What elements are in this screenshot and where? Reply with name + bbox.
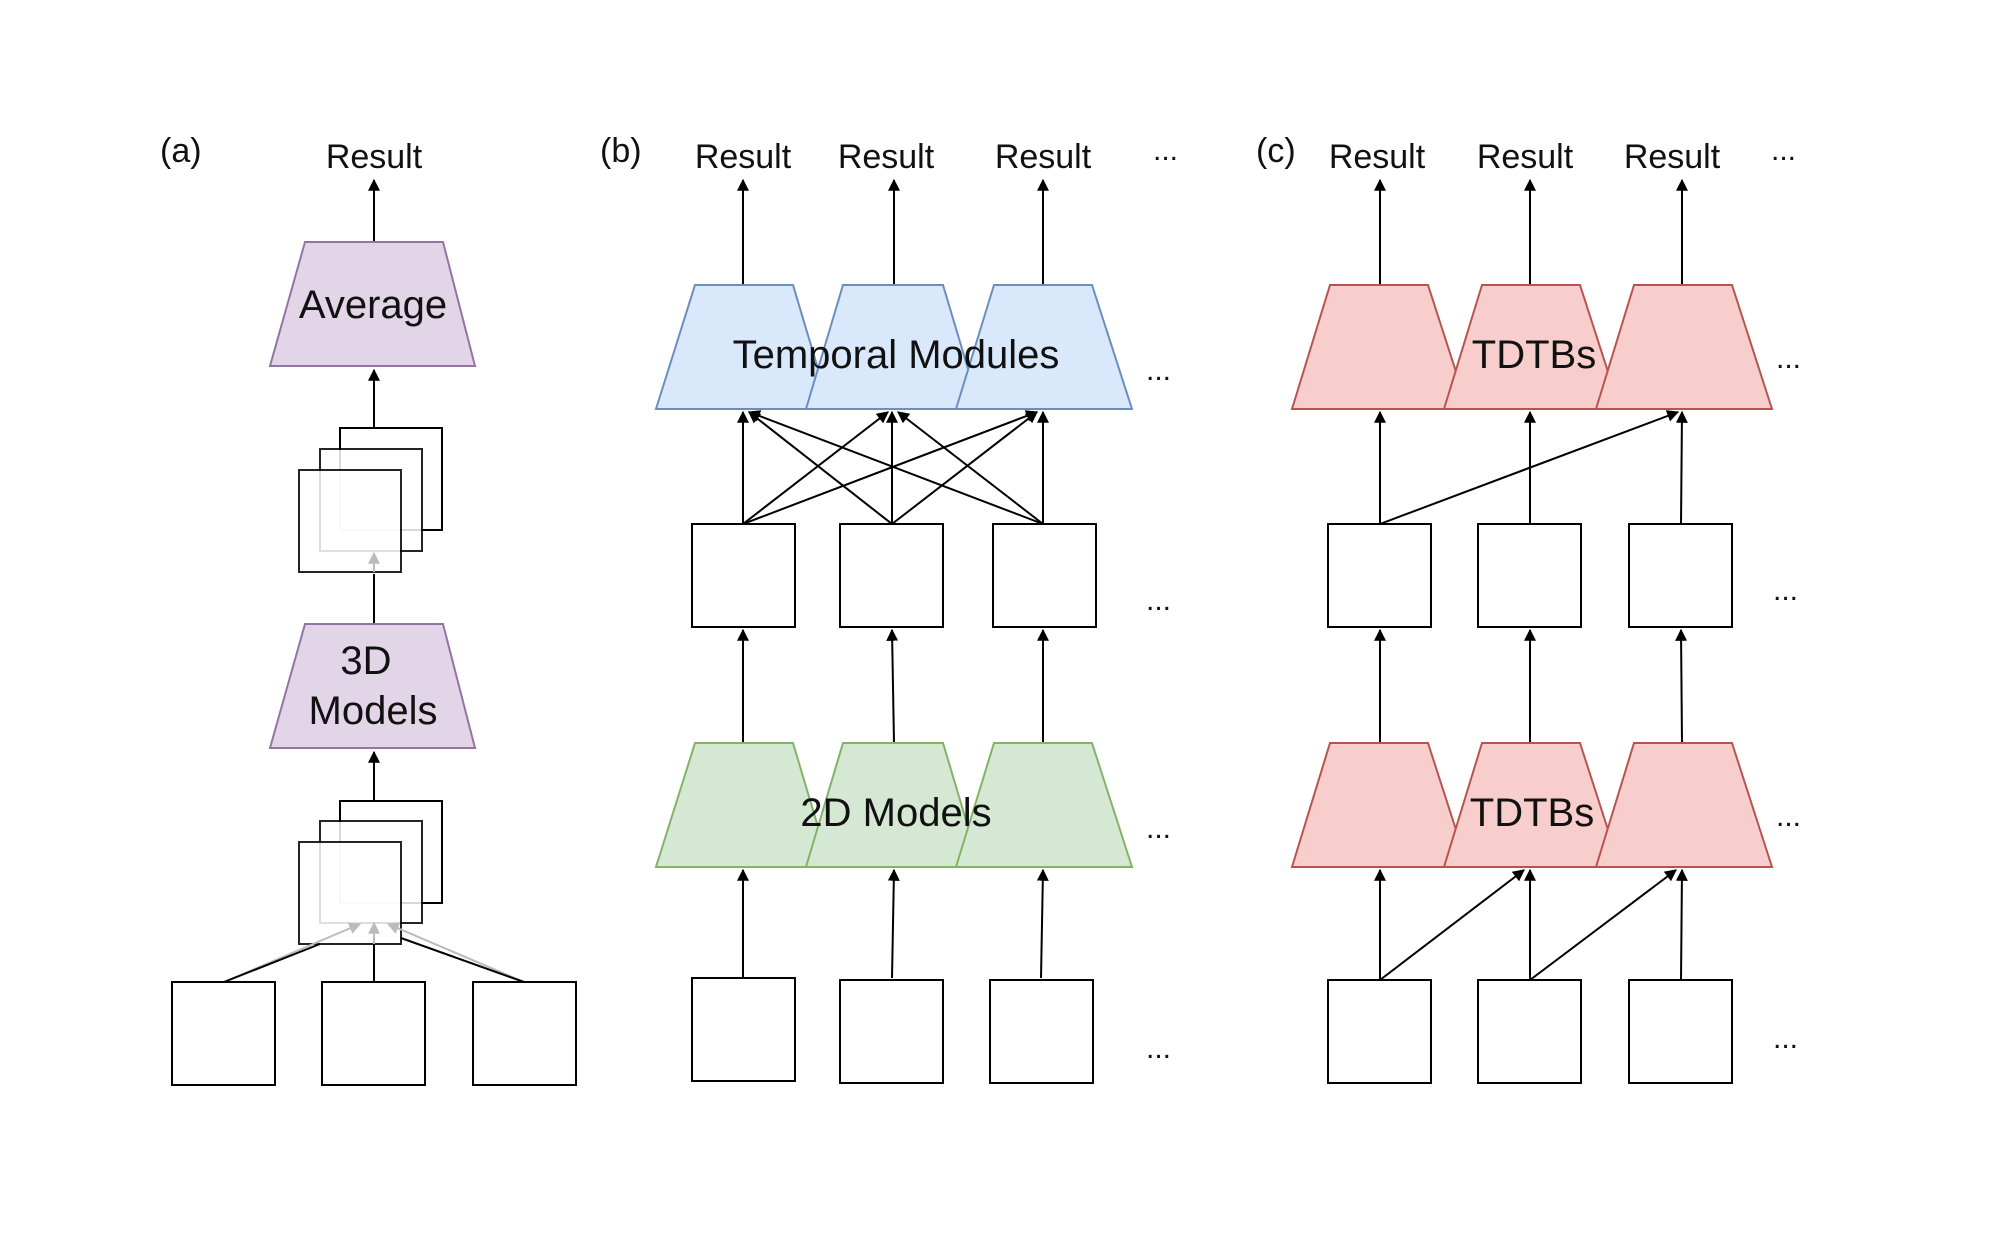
b-2d2-to-feat2 (886, 628, 899, 744)
faint-arrow-right (386, 922, 525, 983)
b-frame3-to-2d (1036, 868, 1049, 979)
b-feature-1 (691, 523, 796, 628)
panel-b-ellipsis-results: ... (1153, 134, 1178, 167)
panel-c: (c) Result Result Result ... TDTBs ... .… (1256, 132, 1801, 1084)
tdtb-bottom-3 (1594, 742, 1774, 868)
panel-b-ellipsis-features: ... (1146, 584, 1171, 617)
tdtb-bottom-block (1290, 742, 1774, 868)
c-input-frame-2 (1477, 979, 1582, 1084)
panel-c-ellipsis-features: ... (1773, 574, 1798, 607)
b-feat2-to-tm1 (748, 411, 893, 525)
b-feature-2 (839, 523, 944, 628)
panel-b-ellipsis-temporal: ... (1146, 354, 1171, 387)
2d-models-block (654, 742, 1134, 868)
input-frame-2 (321, 981, 426, 1086)
tdtb-bottom-1 (1290, 742, 1470, 868)
c-tdtb3-to-feat3 (1675, 628, 1688, 744)
b-feat2-to-tm3 (891, 411, 1038, 525)
panel-b-result-3: Result (995, 138, 1092, 176)
b-feat1-to-tm2 (742, 411, 889, 525)
panel-b-result-2: Result (838, 138, 935, 176)
panel-c-result-2: Result (1477, 138, 1574, 176)
average-label: Average (299, 283, 447, 327)
b-input-frame-3 (989, 979, 1094, 1084)
line-frame1-to-stack (223, 943, 321, 983)
feature-stack-upper (298, 427, 443, 573)
feature-map-front (298, 469, 402, 573)
b-input-frame-1 (691, 977, 796, 1082)
panel-c-label: (c) (1256, 132, 1296, 170)
c-feat3-to-tdtb3 (1675, 410, 1688, 525)
temporal-modules-block (654, 284, 1134, 410)
panel-b-ellipsis-inputs: ... (1146, 1032, 1171, 1065)
b-frame2-to-2d (887, 868, 900, 979)
tdtb-top-block (1290, 284, 1774, 410)
3d-models-block (268, 623, 477, 749)
line-frame3-to-stack (400, 937, 525, 983)
c-frame1-to-tdtb2 (1379, 869, 1525, 981)
temporal-modules-label: Temporal Modules (733, 333, 1060, 377)
tdtb-bottom-label: TDTBs (1470, 791, 1594, 835)
tdtb-top-1 (1290, 284, 1470, 410)
panel-a-result: Result (326, 138, 423, 176)
c-frame3-to-tdtb3 (1675, 868, 1688, 981)
temporal-module-3 (954, 284, 1134, 410)
panel-a-label: (a) (160, 132, 202, 170)
panel-b-ellipsis-2d: ... (1146, 812, 1171, 845)
tdtb-top-label: TDTBs (1472, 333, 1596, 377)
panel-b: (b) Result Result Result ... Temporal Mo… (600, 132, 1178, 1084)
b-feat3-to-tm2 (897, 411, 1044, 525)
b-feature-3 (992, 523, 1097, 628)
tdtb-top-3 (1594, 284, 1774, 410)
c-input-frame-1 (1327, 979, 1432, 1084)
2d-models-label: 2D Models (800, 791, 991, 835)
b-input-frame-2 (839, 979, 944, 1084)
frame-stack-lower (298, 800, 443, 945)
c-feature-3 (1628, 523, 1733, 628)
panel-c-ellipsis-tdtb-bottom: ... (1776, 800, 1801, 833)
3d-models-label-line1: 3D (340, 639, 391, 683)
c-feature-2 (1477, 523, 1582, 628)
panel-b-result-1: Result (695, 138, 792, 176)
b-feat3-to-tm1 (747, 410, 1044, 525)
panel-c-ellipsis-results: ... (1771, 134, 1796, 167)
panel-c-ellipsis-inputs: ... (1773, 1022, 1798, 1055)
3d-models-label-line2: Models (309, 689, 438, 733)
panel-c-result-3: Result (1624, 138, 1721, 176)
c-feature-1 (1327, 523, 1432, 628)
c-frame2-to-tdtb3 (1529, 869, 1677, 981)
panel-a: (a) Result Average 3D Models (160, 132, 577, 1086)
b-feat1-to-tm3 (742, 410, 1039, 525)
b-cross-connections (737, 410, 1049, 525)
input-frame-1 (171, 981, 276, 1086)
panel-b-label: (b) (600, 132, 642, 170)
2d-model-3 (954, 742, 1134, 868)
panel-c-ellipsis-tdtb-top: ... (1776, 342, 1801, 375)
c-input-frame-3 (1628, 979, 1733, 1084)
input-frame-3 (472, 981, 577, 1086)
average-block (268, 241, 477, 367)
panel-c-result-1: Result (1329, 138, 1426, 176)
